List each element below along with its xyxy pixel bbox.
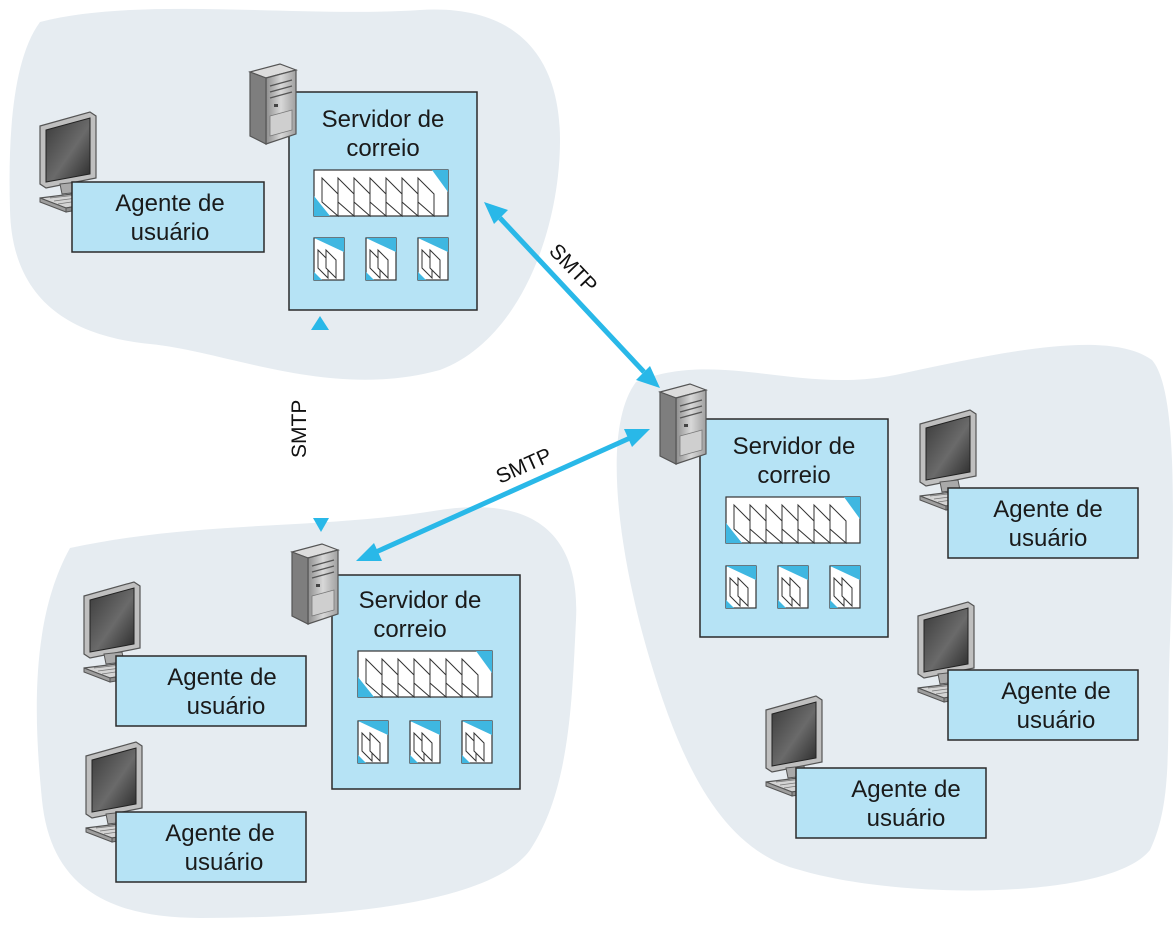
user-agent-label-line2: usuário (867, 805, 946, 832)
mail-server-label-line2: correio (757, 462, 830, 489)
mail-server-bottom: Servidor de correio (331, 574, 521, 790)
user-agent-label-line1: Agente de (167, 664, 276, 691)
arrowhead-down (313, 518, 329, 532)
mailbox-icon (829, 565, 861, 609)
mail-server-label-line1: Servidor de (322, 106, 445, 133)
smtp-label-bottom-right: SMTP (493, 444, 556, 489)
mailbox-icon (417, 237, 449, 281)
server-tower-icon (659, 383, 707, 465)
user-agent-label-line2: usuário (1009, 525, 1088, 552)
user-agent-label-line1: Agente de (165, 820, 274, 847)
mail-server-label-line2: correio (373, 616, 446, 643)
user-agent-label-line1: Agente de (115, 190, 224, 217)
server-tower-icon (291, 543, 339, 625)
server-tower-icon (249, 63, 297, 145)
mail-server-label-line1: Servidor de (359, 587, 482, 614)
user-agent-label-line2: usuário (187, 693, 266, 720)
user-agent-right-3: Agente de usuário (795, 767, 987, 839)
user-agent-label-line2: usuário (1017, 707, 1096, 734)
mail-server-top: Servidor de correio (288, 91, 478, 311)
mail-server-label-line2: correio (346, 135, 419, 162)
user-agent-bottom-1: Agente de usuário (115, 655, 307, 727)
mailbox-icon (365, 237, 397, 281)
mailbox-icon (357, 720, 389, 764)
user-agent-label-line1: Agente de (851, 776, 960, 803)
smtp-link-top-bottom-markers (311, 316, 329, 532)
user-agent-top-left: Agente de usuário (71, 181, 265, 253)
user-agent-label-line2: usuário (185, 849, 264, 876)
mailbox-icon (777, 565, 809, 609)
mailbox-icon (725, 565, 757, 609)
user-agent-right-2: Agente de usuário (947, 669, 1139, 741)
user-agent-label-line2: usuário (131, 219, 210, 246)
message-queue-icon (313, 169, 449, 217)
user-agent-label-line1: Agente de (1001, 678, 1110, 705)
mail-server-label-line1: Servidor de (733, 433, 856, 460)
smtp-label-top-right: SMTP (544, 239, 601, 297)
user-agent-bottom-2: Agente de usuário (115, 811, 307, 883)
user-agent-label-line1: Agente de (993, 496, 1102, 523)
user-agent-right-1: Agente de usuário (947, 487, 1139, 559)
message-queue-icon (357, 650, 493, 698)
smtp-link-top-right (484, 202, 660, 388)
smtp-link-bottom-right (356, 429, 650, 561)
mailbox-icon (409, 720, 441, 764)
message-queue-icon (725, 496, 861, 544)
mail-server-right: Servidor de correio (699, 418, 889, 638)
arrowhead-up (311, 316, 329, 330)
mailbox-icon (313, 237, 345, 281)
mailbox-icon (461, 720, 493, 764)
smtp-label-top-bottom: SMTP (288, 400, 311, 458)
